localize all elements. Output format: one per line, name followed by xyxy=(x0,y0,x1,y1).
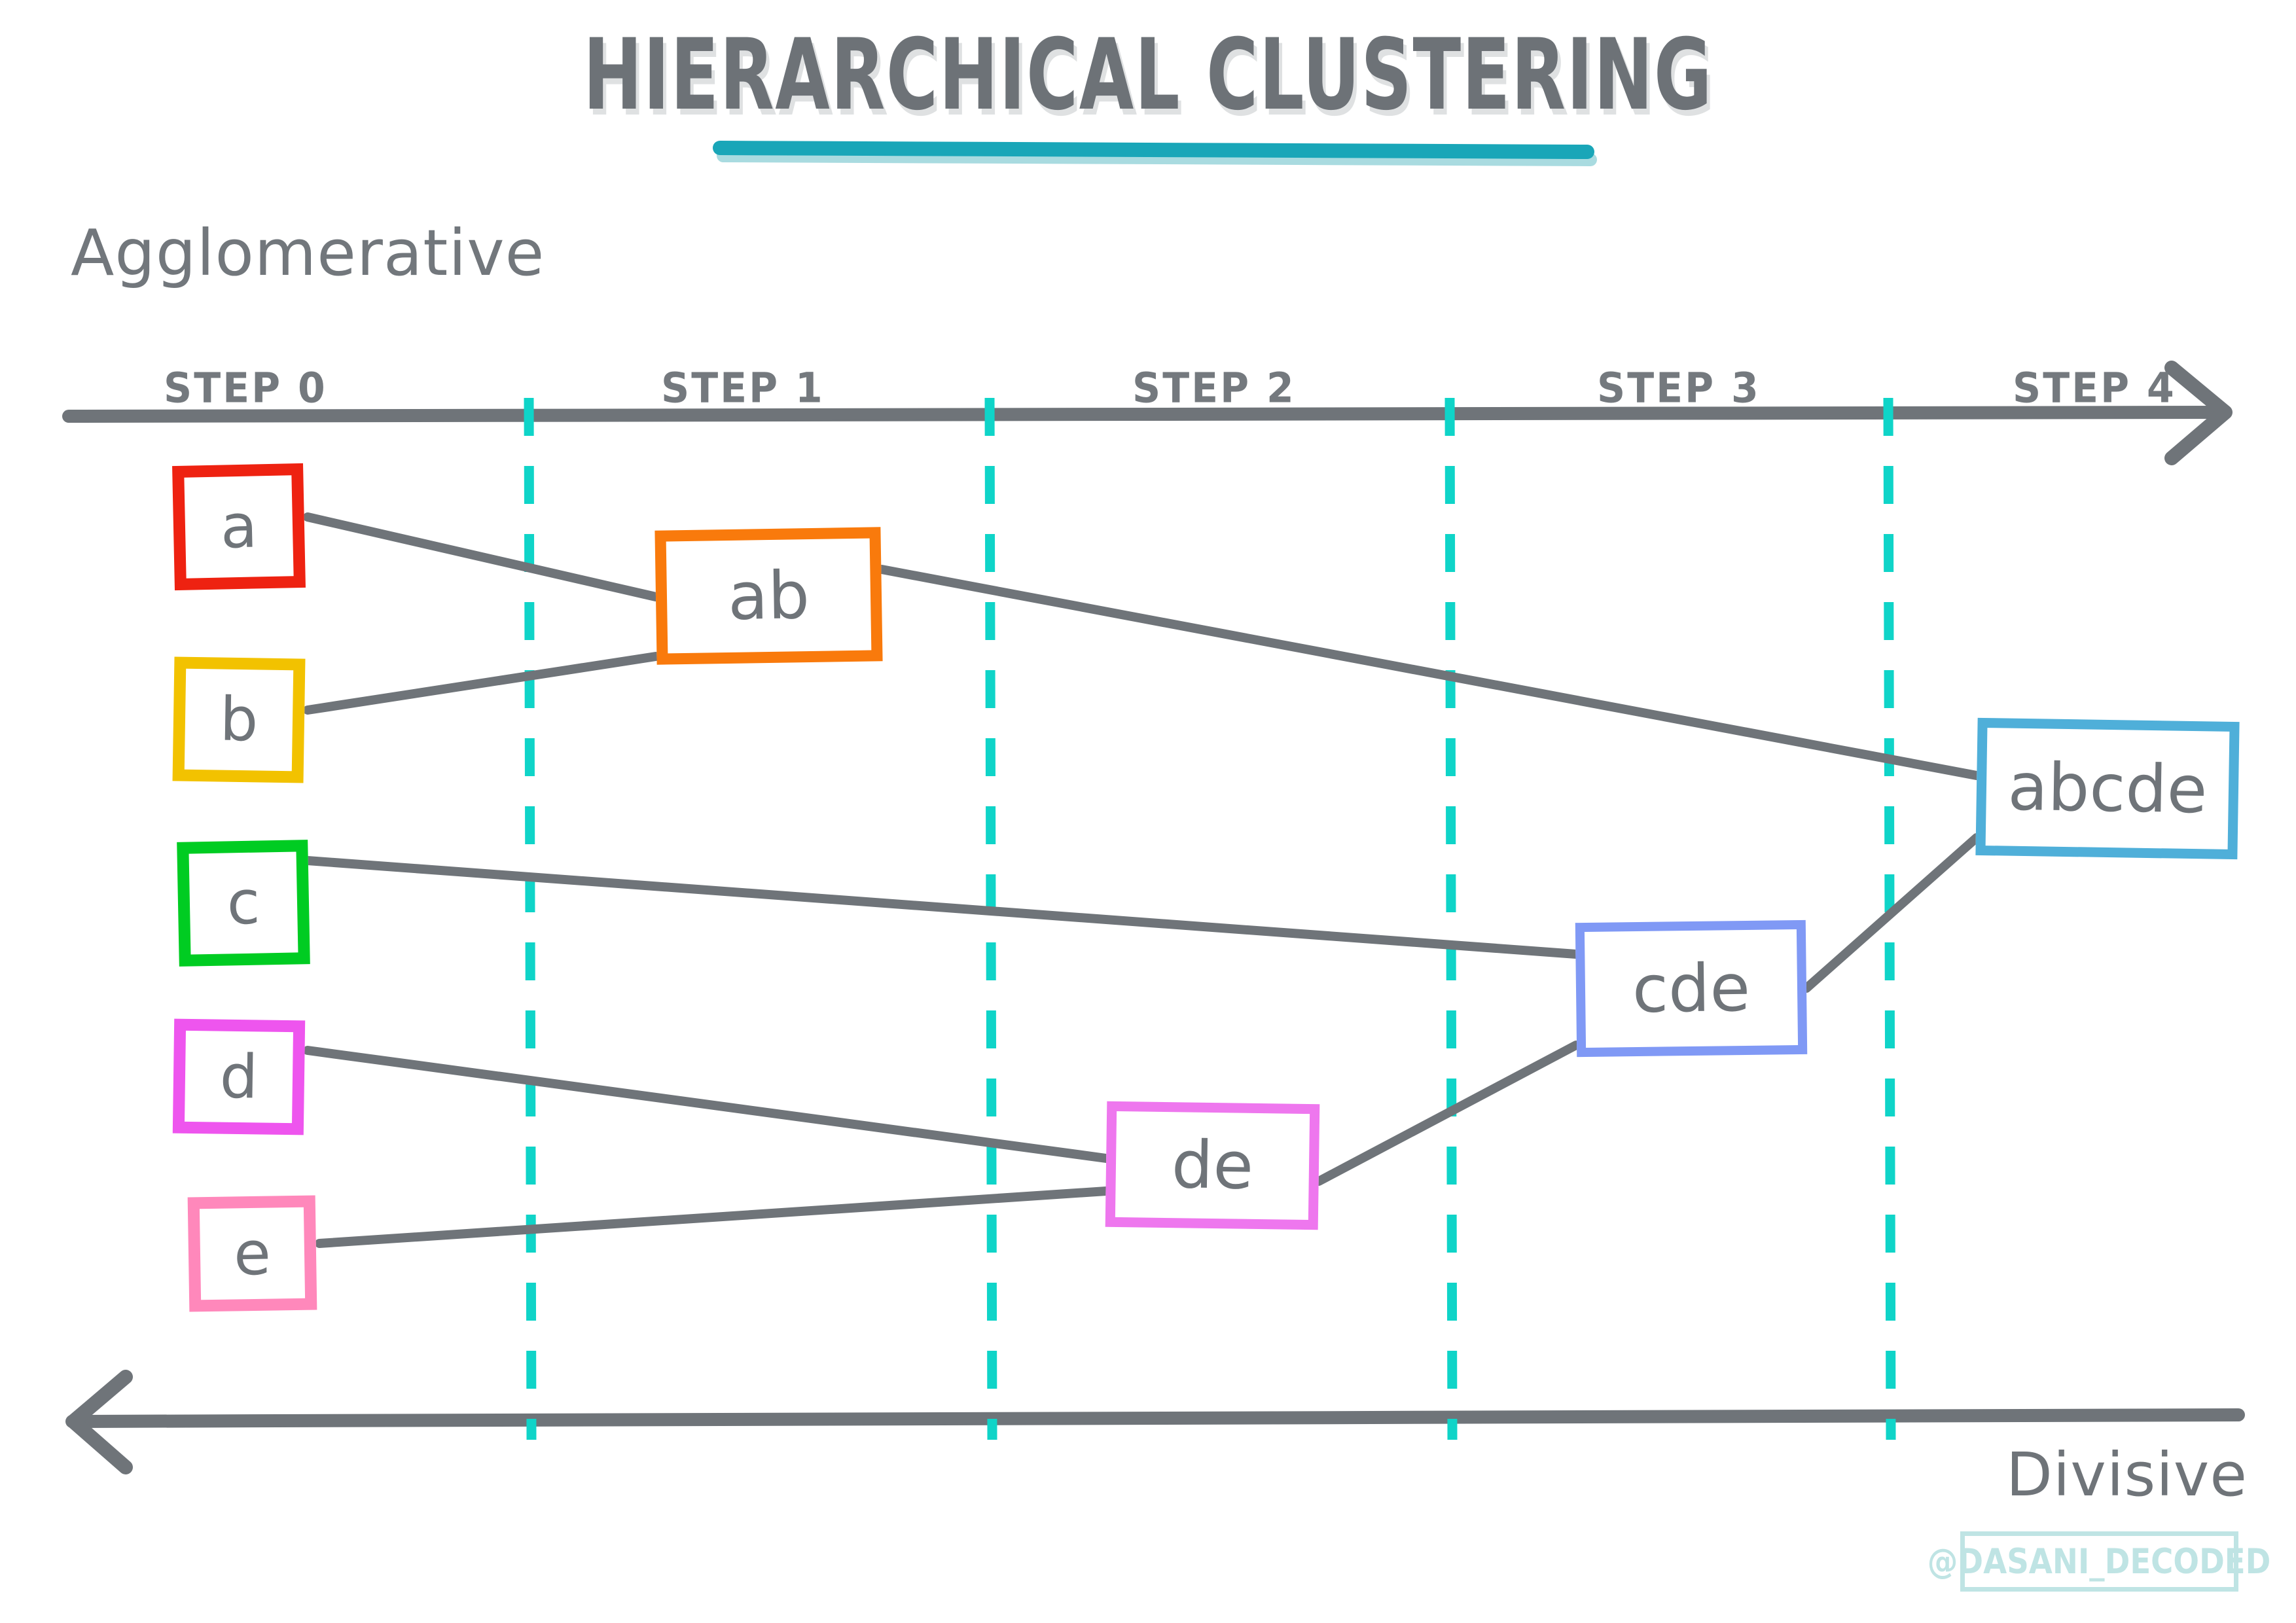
watermark-badge: @DASANI_DECODED xyxy=(1928,1531,2271,1592)
link-d-to-de xyxy=(303,1046,1111,1163)
link-de-to-cde xyxy=(1314,1041,1581,1186)
cluster-box-ab[interactable]: ab xyxy=(655,527,883,665)
cluster-label-b: b xyxy=(219,684,259,755)
cluster-box-cde[interactable]: cde xyxy=(1575,919,1808,1058)
cluster-box-d[interactable]: d xyxy=(172,1018,306,1135)
link-a-to-ab xyxy=(303,512,660,601)
cluster-label-c: c xyxy=(226,867,261,938)
title-underline xyxy=(713,141,1597,166)
step-label-3: STEP 3 xyxy=(1597,364,1761,413)
page-title: HIERARCHICAL CLUSTERING xyxy=(583,18,1713,132)
divisive-axis xyxy=(65,1370,2245,1474)
agglomerative-axis xyxy=(62,361,2233,465)
step-label-0: STEP 0 xyxy=(164,364,327,413)
watermark-text: @DASANI_DECODED xyxy=(1928,1541,2271,1582)
step-label-1: STEP 1 xyxy=(661,364,825,413)
step-label-4: STEP 4 xyxy=(2013,364,2176,413)
agglomerative-label: Agglomerative xyxy=(71,216,545,290)
cluster-label-a: a xyxy=(219,491,259,562)
cluster-label-de: de xyxy=(1171,1126,1254,1204)
step-divider-2 xyxy=(1444,397,1458,1440)
cluster-box-b[interactable]: b xyxy=(172,656,306,783)
cluster-box-e[interactable]: e xyxy=(187,1195,317,1312)
link-cde-to-abcde xyxy=(1802,833,1981,993)
step-divider-3 xyxy=(1883,397,1896,1440)
step-divider-1 xyxy=(984,397,997,1440)
link-b-to-ab xyxy=(303,652,660,715)
divisive-label: Divisive xyxy=(2006,1440,2248,1510)
link-ab-to-abcde xyxy=(877,565,1981,780)
cluster-box-c[interactable]: c xyxy=(177,840,310,967)
cluster-box-a[interactable]: a xyxy=(172,463,306,591)
cluster-label-d: d xyxy=(219,1041,259,1112)
link-e-to-de xyxy=(315,1186,1111,1248)
cluster-label-e: e xyxy=(233,1218,272,1289)
link-c-to-cde xyxy=(303,856,1581,959)
cluster-link-group xyxy=(303,512,1981,1248)
step-label-2: STEP 2 xyxy=(1132,364,1296,413)
cluster-label-ab: ab xyxy=(727,556,810,635)
cluster-box-de[interactable]: de xyxy=(1105,1101,1320,1230)
step-divider-0 xyxy=(524,397,537,1440)
cluster-label-abcde: abcde xyxy=(2007,748,2208,829)
cluster-label-cde: cde xyxy=(1632,949,1751,1027)
cluster-box-abcde[interactable]: abcde xyxy=(1975,717,2240,860)
